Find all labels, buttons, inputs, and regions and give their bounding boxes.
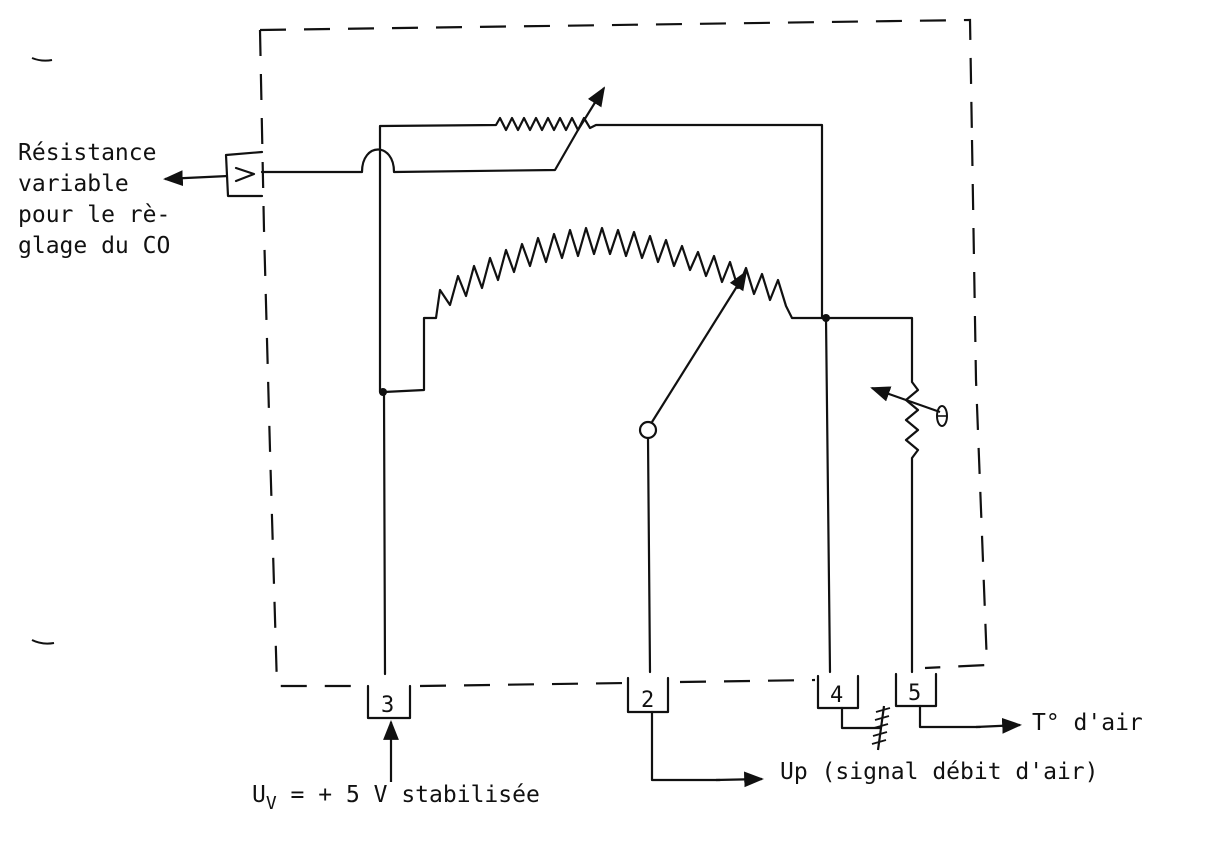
co-adjust-arrow (577, 86, 606, 131)
supply-symbol: U (252, 782, 266, 808)
co-adjust-label: Résistance variable pour le rè- glage du… (18, 138, 170, 262)
pin-4-box: 4 (816, 674, 860, 710)
supply-voltage-label: UV = + 5 V stabilisée (252, 780, 540, 819)
wiper-pivot (638, 420, 658, 440)
ground-icon (871, 705, 891, 751)
ground-connection (840, 706, 882, 730)
ntc-adjust-arrow (870, 386, 941, 414)
supply-subscript: V (265, 793, 277, 814)
co-variable-resistor (378, 116, 824, 394)
air-temp-output-arrow (975, 717, 1022, 734)
supply-wire (382, 390, 387, 676)
pin-3-box: 3 (366, 684, 412, 720)
ground-wire (824, 316, 832, 674)
wiper-arm (651, 270, 748, 423)
co-adjust-line-2: variable (18, 171, 129, 197)
signal-wire (646, 436, 652, 674)
co-adjust-line-4: glage du CO (18, 233, 171, 259)
pin-2-label: 2 (641, 688, 654, 713)
supply-value: = + 5 V stabilisée (276, 782, 540, 808)
housing-outline (258, 18, 989, 688)
margin-mark-top (31, 57, 53, 62)
pin-2-box: 2 (626, 676, 670, 714)
pin-5-box: 5 (894, 672, 938, 708)
connector-pin-co (224, 150, 264, 198)
potentiometer-track (382, 226, 828, 394)
air-temp-label: T° d'air (1032, 710, 1143, 736)
pin-3-label: 3 (381, 693, 394, 718)
co-adjust-line-1: Résistance (18, 140, 157, 166)
co-adjust-line-3: pour le rè- (18, 202, 171, 228)
margin-mark-bottom (31, 639, 55, 645)
airflow-signal-label: Up (signal débit d'air) (780, 759, 1099, 785)
air-temp-sensor-wire (824, 316, 920, 674)
airflow-signal-line (650, 710, 722, 782)
airflow-signal-arrow (715, 771, 764, 788)
pin-4-label: 4 (830, 683, 843, 708)
pin-5-label: 5 (908, 681, 921, 706)
air-temp-output-line (918, 704, 982, 729)
co-output-arrow (163, 170, 229, 187)
co-wire (260, 128, 580, 174)
